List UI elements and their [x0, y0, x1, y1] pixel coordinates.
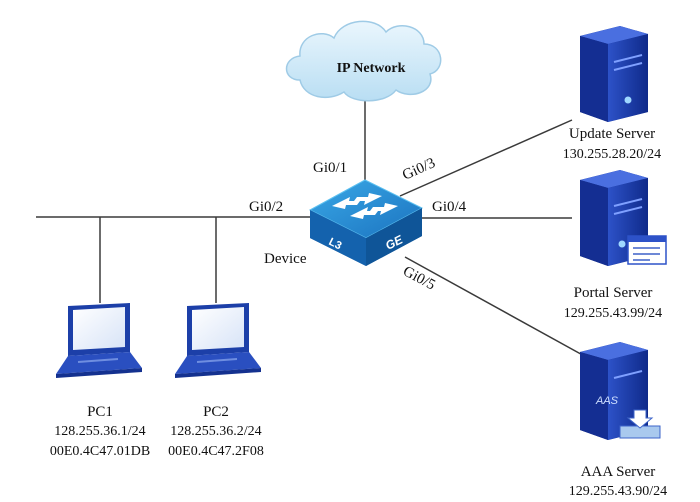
pc1-name: PC1: [87, 404, 113, 420]
switch-badge-l3: L3: [327, 236, 344, 252]
links: [36, 100, 589, 359]
portal-server-ip: 129.255.43.99/24: [564, 306, 662, 321]
cloud-label: IP Network: [337, 61, 406, 76]
aaa-server-name: AAA Server: [581, 464, 656, 480]
update-server-ip: 130.255.28.20/24: [563, 147, 661, 162]
update-server-name: Update Server: [569, 126, 655, 142]
pc2-name: PC2: [203, 404, 229, 420]
portal-server-icon: [580, 170, 667, 266]
cloud-icon: IP Network: [285, 20, 442, 102]
port-label-gi01: Gi0/1: [313, 160, 347, 176]
switch-arrows-icon: [332, 193, 398, 219]
pc1-ip: 128.255.36.1/24: [54, 424, 145, 439]
aaa-server-icon: AAS: [580, 342, 661, 440]
update-server-icon: [580, 26, 648, 122]
pc2-laptop-icon: [175, 303, 261, 378]
port-label-gi05: Gi0/5: [400, 263, 438, 293]
device-label: Device: [264, 251, 307, 267]
pc2-ip: 128.255.36.2/24: [170, 424, 261, 439]
portal-window-icon: [627, 235, 667, 265]
port-label-gi02: Gi0/2: [249, 199, 283, 215]
aaa-server-ip: 129.255.43.90/24: [569, 484, 667, 499]
aaa-server-tag: AAS: [595, 395, 619, 407]
port-label-gi04: Gi0/4: [432, 199, 467, 215]
link-device-aaa: [404, 256, 589, 359]
pc1-laptop-icon: [56, 303, 142, 378]
pc2-mac: 00E0.4C47.2F08: [168, 444, 264, 459]
port-label-gi03: Gi0/3: [400, 155, 438, 184]
link-device-update: [399, 119, 573, 197]
l3-switch-icon: L3 GE: [308, 179, 424, 266]
download-tray-icon: [619, 409, 661, 439]
portal-server-name: Portal Server: [574, 285, 653, 301]
pc1-mac: 00E0.4C47.01DB: [50, 444, 150, 459]
